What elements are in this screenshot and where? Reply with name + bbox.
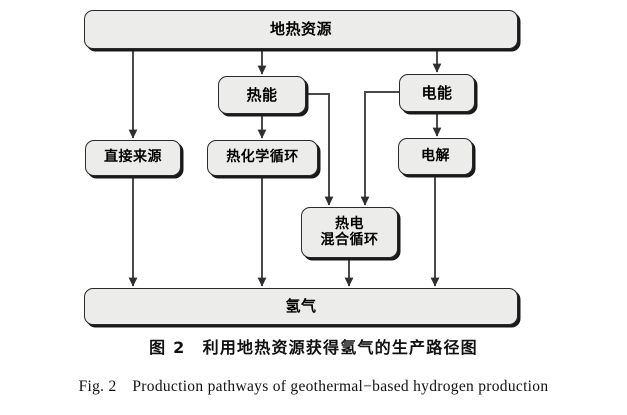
edge-electric-hybrid	[360, 91, 399, 206]
node-hybrid-cycle[interactable]: 热电 混合循环	[301, 207, 398, 258]
node-electric-energy[interactable]: 电能	[399, 74, 475, 112]
node-direct-source[interactable]: 直接来源	[85, 140, 181, 176]
node-thermal-energy[interactable]: 热能	[218, 76, 306, 114]
node-geothermal-resource[interactable]: 地热资源	[84, 10, 518, 49]
figure-caption-english: Fig. 2 Production pathways of geothermal…	[78, 378, 549, 395]
edge-thermal-hybrid	[306, 93, 334, 206]
node-electrolysis-label: 电解	[421, 147, 450, 164]
node-direct-source-label: 直接来源	[104, 149, 162, 166]
node-thermochemical-cycle-label: 热化学循环	[226, 149, 299, 166]
node-geothermal-resource-label: 地热资源	[269, 20, 332, 39]
node-thermochemical-cycle[interactable]: 热化学循环	[207, 140, 318, 176]
node-hybrid-cycle-label: 热电 混合循环	[320, 215, 379, 248]
figure-caption-chinese: 图 2 利用地热资源获得氢气的生产路径图	[149, 338, 478, 357]
node-hydrogen[interactable]: 氢气	[84, 288, 518, 325]
node-thermal-energy-label: 热能	[246, 85, 278, 104]
node-hydrogen-label: 氢气	[285, 297, 317, 316]
flowchart-connectors	[128, 49, 442, 287]
node-electric-energy-label: 电能	[421, 83, 453, 102]
node-electrolysis[interactable]: 电解	[398, 138, 473, 175]
